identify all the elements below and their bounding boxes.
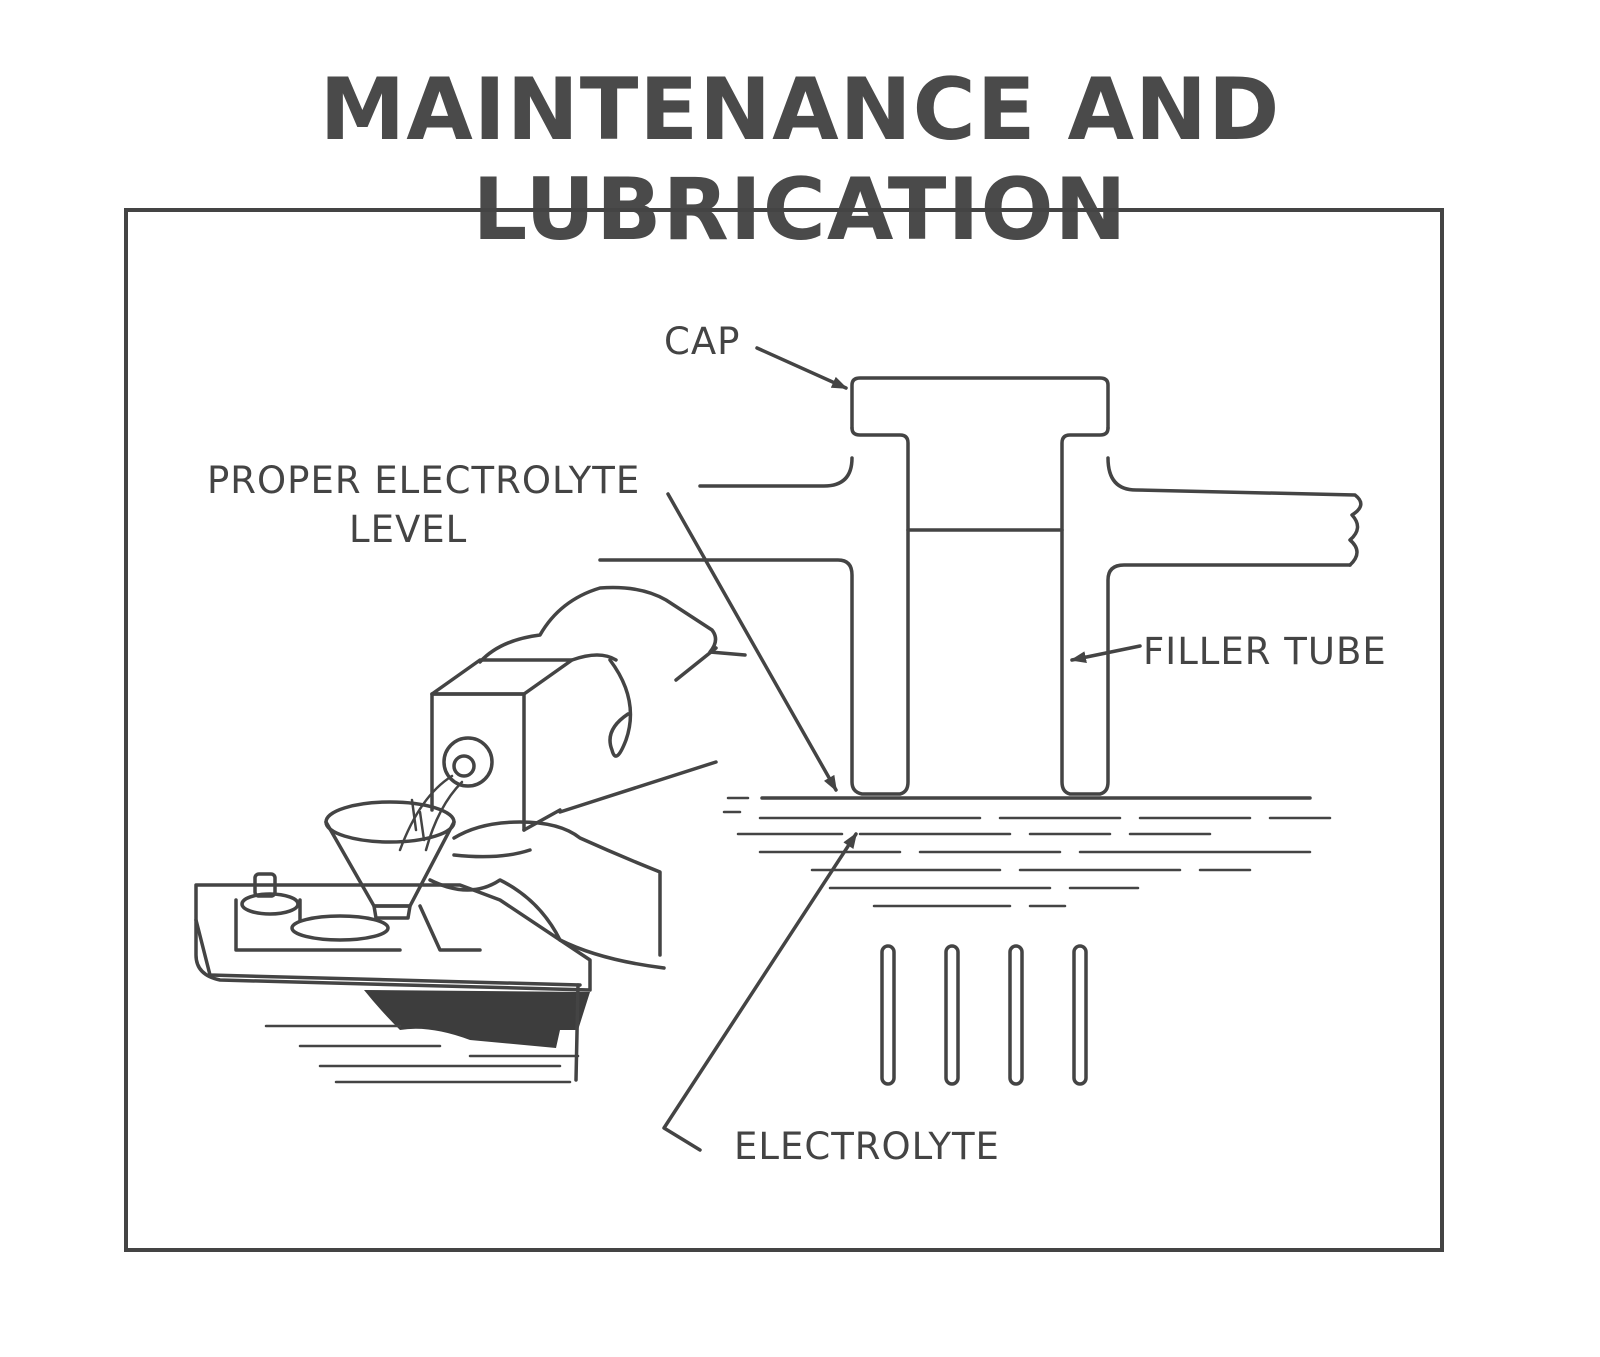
filler-tube-label: FILLER TUBE xyxy=(1143,630,1387,673)
filler-tube-leader-arrow xyxy=(1072,646,1140,660)
electrolyte-label: ELECTROLYTE xyxy=(734,1125,1000,1168)
proper-level-label-line1: PROPER ELECTROLYTE xyxy=(207,459,640,502)
left-tube-wall xyxy=(600,428,908,794)
proper-level-leader-arrow xyxy=(668,494,836,790)
hand-pouring-illustration xyxy=(196,588,745,1083)
battery-plates xyxy=(882,946,1086,1084)
electrolyte-hatching xyxy=(724,798,1330,906)
battery-shadow xyxy=(364,990,590,1048)
proper-level-label-line2: LEVEL xyxy=(349,508,467,551)
cap-leader-arrow xyxy=(757,348,846,388)
cap-label: CAP xyxy=(664,320,740,363)
right-tube-wall xyxy=(1062,428,1350,794)
cap-shape xyxy=(852,378,1108,428)
filler-tube-cross-section xyxy=(600,378,1361,794)
electrolyte-leader-arrow xyxy=(664,834,856,1150)
diagram-frame xyxy=(126,210,1442,1250)
